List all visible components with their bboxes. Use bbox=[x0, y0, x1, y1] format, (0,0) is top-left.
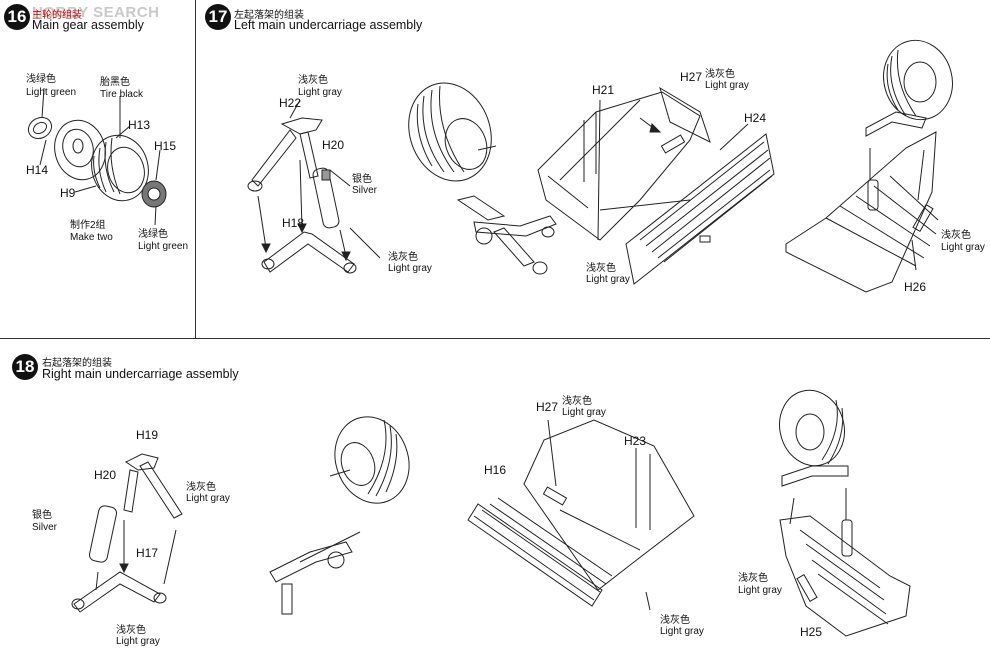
part-number: H22 bbox=[279, 96, 302, 110]
watermark: HOBBY SEARCH bbox=[32, 4, 160, 21]
color-label-cn: 银色 bbox=[352, 174, 372, 185]
part-number: H20 bbox=[322, 138, 345, 152]
part-number: H14 bbox=[26, 163, 49, 177]
step-title-en: Left main undercarriage assembly bbox=[234, 18, 423, 32]
instruction-label: Make two bbox=[70, 232, 113, 243]
color-label-cn: 浅灰色 bbox=[705, 69, 735, 80]
color-label-cn: 浅灰色 bbox=[116, 625, 146, 636]
color-label: Light gray bbox=[562, 407, 606, 418]
color-label: Light gray bbox=[941, 242, 985, 253]
part-number: H27 bbox=[536, 400, 559, 414]
color-label-cn: 浅灰色 bbox=[660, 615, 690, 626]
step18-bay-door-drawing bbox=[467, 419, 695, 611]
part-number: H27 bbox=[680, 70, 703, 84]
color-label: Tire black bbox=[100, 89, 143, 100]
color-label-cn: 浅灰色 bbox=[738, 573, 768, 584]
color-label-cn: 胎黑色 bbox=[100, 77, 130, 88]
part-number: H23 bbox=[624, 434, 647, 448]
color-label: Silver bbox=[352, 185, 378, 196]
step-title-cn: 主轮的组装 bbox=[32, 10, 82, 21]
step18-wheel-leg-drawing bbox=[269, 416, 410, 615]
color-label: Light gray bbox=[660, 626, 704, 637]
color-label: Light gray bbox=[186, 493, 230, 504]
step-title-cn: 右起落架的组装 bbox=[42, 358, 112, 369]
part-number: H9 bbox=[60, 186, 76, 200]
part-number: H15 bbox=[154, 139, 177, 153]
step16-wheel-drawing bbox=[27, 87, 167, 226]
part-number: H26 bbox=[904, 280, 927, 294]
part-number: H21 bbox=[592, 83, 615, 97]
step-number: 17 bbox=[205, 4, 231, 30]
step-title-cn: 左起落架的组装 bbox=[234, 10, 304, 21]
step17-strut-drawing bbox=[247, 99, 381, 274]
part-number: H25 bbox=[800, 625, 823, 639]
color-label-cn: 浅灰色 bbox=[298, 75, 328, 86]
color-label: Light gray bbox=[116, 636, 160, 647]
part-number: H19 bbox=[136, 428, 159, 442]
color-label: Light gray bbox=[705, 80, 749, 91]
step-title-en: Main gear assembly bbox=[32, 18, 144, 32]
step17-wheel-leg-drawing bbox=[408, 82, 557, 275]
step-number: 18 bbox=[12, 354, 38, 380]
color-label-cn: 浅灰色 bbox=[186, 482, 216, 493]
color-label: Light gray bbox=[586, 274, 630, 285]
color-label: Light gray bbox=[388, 263, 432, 274]
part-number: H16 bbox=[484, 463, 507, 477]
step18-strut-drawing bbox=[71, 453, 183, 613]
step18-final-assembly-drawing bbox=[779, 389, 911, 637]
color-label-cn: 浅绿色 bbox=[26, 74, 56, 85]
step17-final-assembly-drawing bbox=[785, 39, 953, 293]
part-number: H24 bbox=[744, 111, 767, 125]
part-number: H20 bbox=[94, 468, 117, 482]
part-number: H17 bbox=[136, 546, 159, 560]
vertical-divider bbox=[195, 0, 196, 338]
color-label: Silver bbox=[32, 522, 58, 533]
step-title-en: Right main undercarriage assembly bbox=[42, 367, 239, 381]
part-number: H13 bbox=[128, 118, 151, 132]
horizontal-divider bbox=[0, 338, 990, 339]
color-label: Light gray bbox=[298, 87, 342, 98]
color-label-cn: 浅灰色 bbox=[388, 252, 418, 263]
instruction-label-cn: 制作2组 bbox=[70, 220, 106, 231]
color-label: Light green bbox=[138, 241, 189, 252]
step-number: 16 bbox=[4, 4, 30, 30]
color-label-cn: 浅灰色 bbox=[586, 263, 616, 274]
color-label-cn: 浅绿色 bbox=[138, 229, 168, 240]
color-label-cn: 银色 bbox=[32, 510, 52, 521]
part-number: H18 bbox=[282, 216, 305, 230]
color-label: Light gray bbox=[738, 585, 782, 596]
color-label-cn: 浅灰色 bbox=[562, 396, 592, 407]
color-label-cn: 浅灰色 bbox=[941, 230, 971, 241]
color-label: Light green bbox=[26, 87, 77, 98]
step17-bay-door-drawing bbox=[537, 86, 775, 285]
